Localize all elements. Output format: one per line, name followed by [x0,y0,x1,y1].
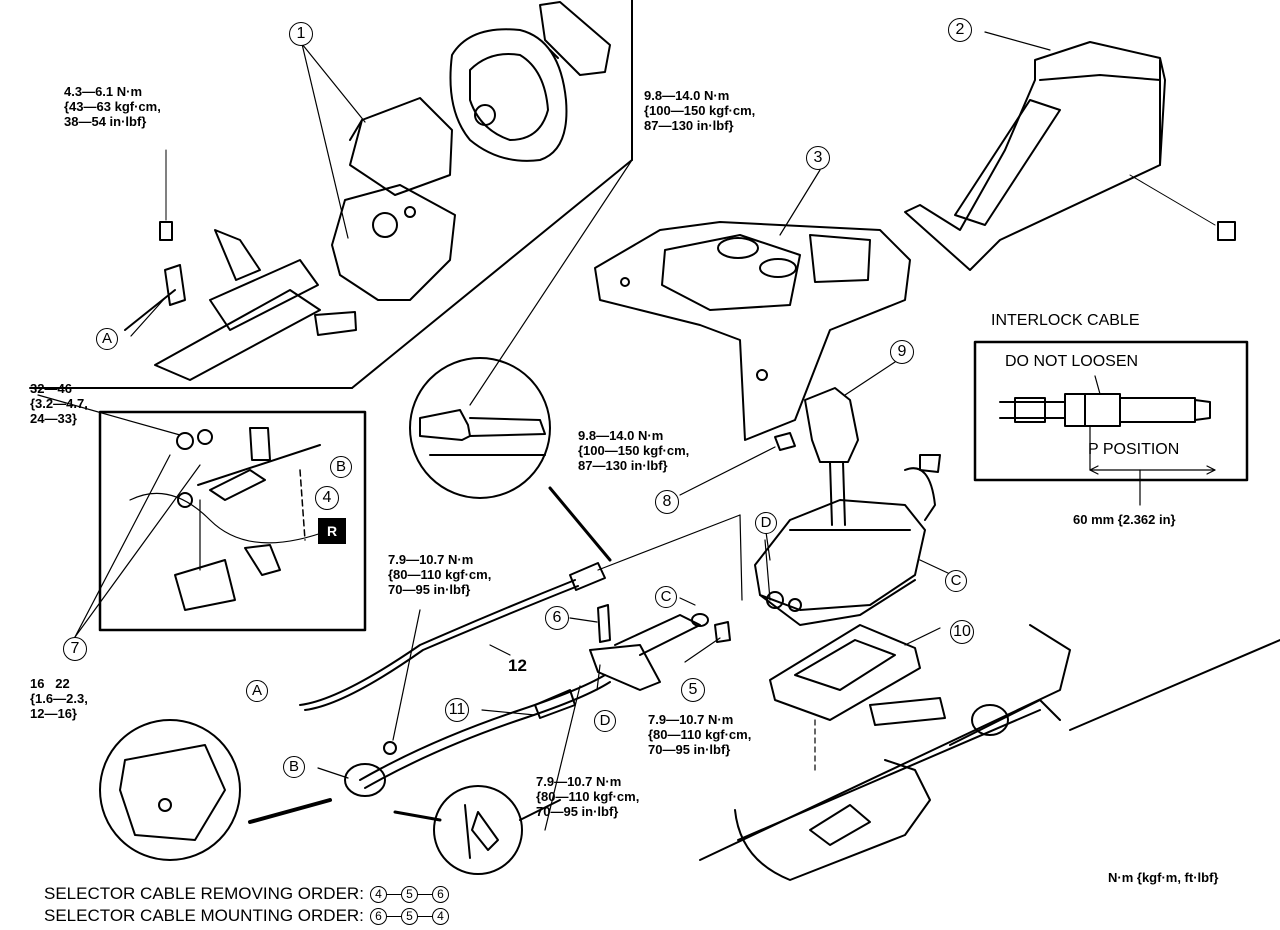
callout-part-12: 12 [508,656,527,675]
torque-nut-5: 7.9—10.7 N·m {80—110 kgf·cm, 70—95 in·lb… [648,712,752,757]
interlock-title: INTERLOCK CABLE [991,312,1140,329]
torque-inset-bottom: 16 22 {1.6—2.3, 12—16} [30,676,88,721]
callout-part-11: 11 [445,698,469,722]
removing-order-label: SELECTOR CABLE REMOVING ORDER: [44,884,364,903]
mounting-step-1: 6 [369,907,387,925]
callout-part-4: 4 [315,486,339,510]
callout-part-3: 3 [806,146,830,170]
mounting-order-label: SELECTOR CABLE MOUNTING ORDER: [44,906,364,925]
r-position-badge: R [318,518,346,544]
callout-part-6: 6 [545,606,569,630]
interlock-cable-line [359,674,611,789]
ref-c-cable: C [655,586,677,608]
misc-leaders [130,297,966,831]
torque-inset-top: 32—46 {3.2—4.7, 24—33} [30,381,88,426]
ref-a-column: A [96,328,118,350]
horn-pad-piece [539,1,611,76]
do-not-loosen-label: DO NOT LOOSEN [1005,353,1139,370]
removing-step-2: 5 [400,885,418,903]
cable-end-zoom [409,159,633,562]
callout-part-8: 8 [655,490,679,514]
ref-b-grommet: B [283,756,305,778]
callout-part-10: 10 [950,620,974,644]
steering-wheel [449,28,568,162]
callout-part-9: 9 [890,340,914,364]
mounting-order-line: SELECTOR CABLE MOUNTING ORDER: 6 5 4 [44,906,449,926]
ref-a-cable: A [246,680,268,702]
ref-b-inset: B [330,456,352,478]
console-screw [1129,174,1236,241]
torque-lever-nut: 9.8—14.0 N·m {100—150 kgf·cm, 87—130 in·… [578,428,690,473]
ref-d-lever: D [755,512,777,534]
callout-part-2: 2 [948,18,972,42]
shift-lever-assembly [754,454,941,626]
removing-step-1: 4 [369,885,387,903]
ref-d-bracket: D [594,710,616,732]
shift-knob [804,361,896,526]
p-position-label: P POSITION [1088,441,1180,458]
inset-leaders [37,394,201,638]
dimension-label: 60 mm {2.362 in} [1073,512,1176,527]
selector-cable-inset [98,410,367,632]
mounting-step-2: 5 [400,907,418,925]
lever-nut [679,432,796,496]
ref-c-lever: C [945,570,967,592]
torque-bracket-bolt: 7.9—10.7 N·m {80—110 kgf·cm, 70—95 in·lb… [536,774,640,819]
lever-base-plate [769,624,941,771]
cable-bracket [589,604,731,691]
bracket-zoom [393,785,561,875]
callout-part-1: 1 [289,22,313,46]
center-console [904,31,1166,271]
mounting-step-3: 4 [431,907,449,925]
removing-order-line: SELECTOR CABLE REMOVING ORDER: 4 5 6 [44,884,449,904]
column-cover-lower [331,184,456,301]
torque-cable-nut: 7.9—10.7 N·m {80—110 kgf·cm, 70—95 in·lb… [388,552,492,597]
column-bolt [159,149,173,241]
leader-lines-1 [300,39,366,239]
floor-and-parking-brake [699,624,1280,881]
units-label: N·m {kgf·m, ft·lbf} [1108,870,1219,885]
selector-cable [299,514,743,711]
cable-grommet [317,609,421,797]
callout-part-5: 5 [681,678,705,702]
interlock-inset [973,340,1249,506]
torque-column-bolt: 4.3—6.1 N·m {43—63 kgf·cm, 38—54 in·lbf} [64,84,161,129]
grommet-zoom [99,719,332,861]
column-cover-upper [349,97,453,196]
steering-column [124,229,357,381]
steering-column-divider [29,0,633,389]
removing-step-3: 6 [431,885,449,903]
callout-part-7: 7 [63,637,87,661]
torque-steering-nut: 9.8—14.0 N·m {100—150 kgf·cm, 87—130 in·… [644,88,756,133]
shift-panel [594,169,911,441]
